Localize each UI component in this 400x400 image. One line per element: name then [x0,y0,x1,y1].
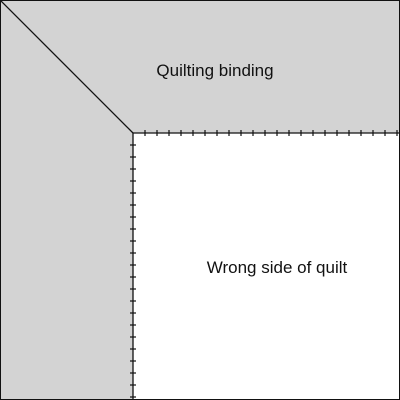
quilt-area [133,133,400,400]
stitch-line-top [144,130,398,136]
quilt-label: Wrong side of quilt [207,258,348,277]
miter-fold-line [0,0,134,134]
binding-label: Quilting binding [156,61,273,80]
stitch-line-left [130,144,136,398]
